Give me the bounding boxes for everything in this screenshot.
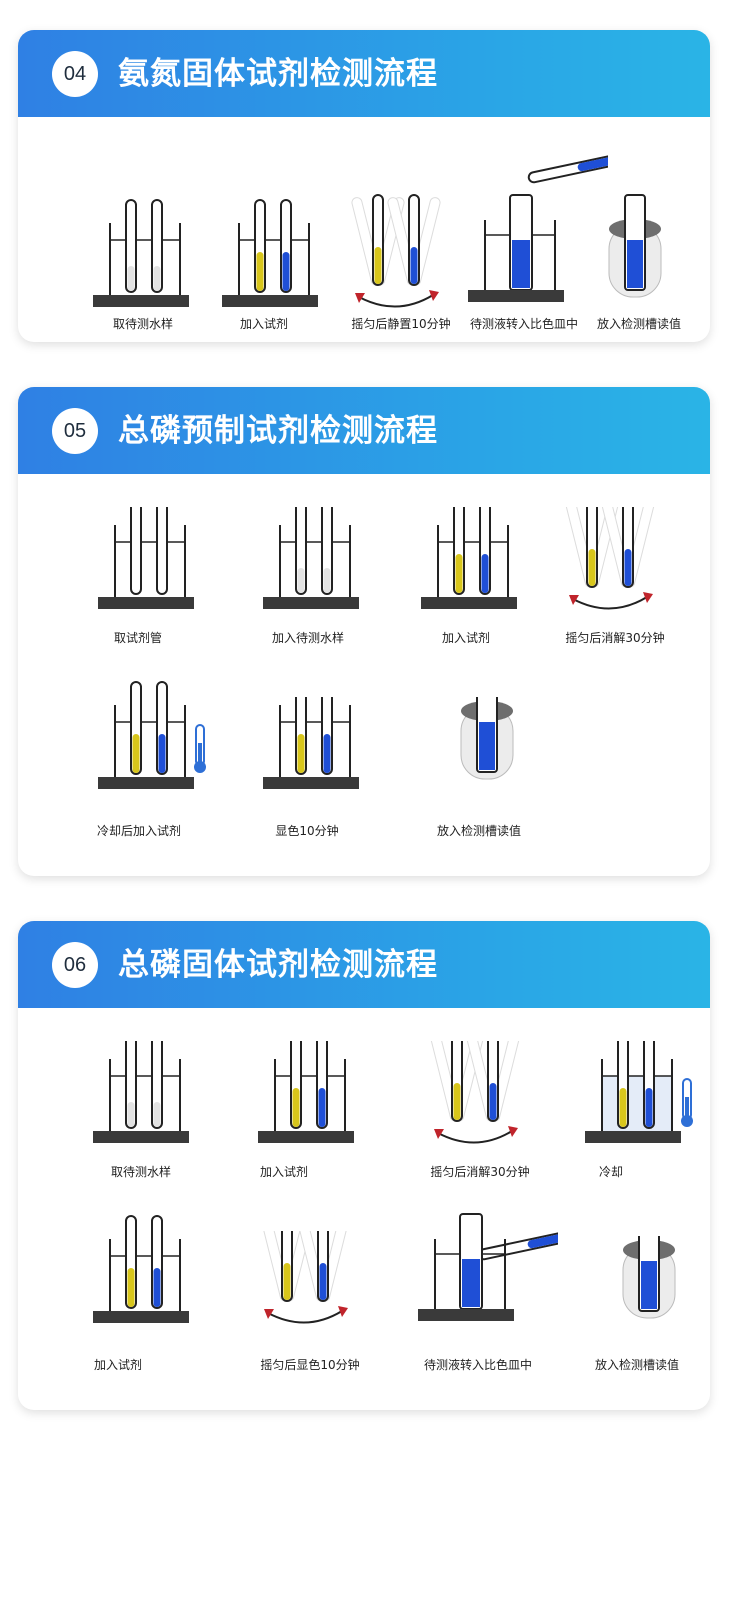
step-label: 取试剂管 (113, 631, 162, 645)
rack-illustration (93, 1041, 189, 1143)
section-title: 总磷预制试剂检测流程 (118, 413, 438, 449)
step-label: 加入试剂 (441, 631, 490, 645)
rack-illustration (98, 681, 206, 789)
step-number-badge: 05 (52, 408, 98, 454)
rack-illustration (585, 1041, 693, 1143)
rack-illustration (93, 199, 189, 307)
step-label: 取待测水样 (112, 317, 173, 331)
step-label: 加入试剂 (259, 1165, 308, 1179)
step-transfer-cuvette (398, 1204, 558, 1354)
step-read-value (573, 1236, 710, 1356)
step-add-reagent (192, 155, 352, 335)
step-label: 摇匀后显色10分钟 (260, 1358, 360, 1372)
rack-illustration (222, 199, 318, 307)
step-label: 显色10分钟 (275, 824, 339, 838)
rack-illustration (258, 1041, 354, 1143)
step-label: 取待测水样 (110, 1165, 171, 1179)
step-cool-add-reagent (68, 677, 228, 817)
step-number-badge: 04 (52, 51, 98, 97)
step-shake-digest (535, 507, 695, 637)
section-header: 05 总磷预制试剂检测流程 (18, 387, 710, 474)
reader-illustration (460, 697, 514, 780)
section-title: 总磷固体试剂检测流程 (118, 947, 438, 983)
rack-illustration (263, 697, 359, 789)
section-05-card: 05 总磷预制试剂检测流程 取试剂管 加入待测水样 加入试剂 摇匀后消解30分钟… (18, 387, 710, 876)
rack-illustration (98, 507, 194, 609)
shake-illustration (260, 1231, 350, 1324)
step-label: 放入检测槽读值 (596, 317, 681, 331)
shake-illustration (565, 507, 655, 610)
section-header: 04 氨氮固体试剂检测流程 (18, 30, 710, 117)
step-label: 冷却后加入试剂 (96, 824, 181, 838)
reader-illustration (622, 1236, 676, 1319)
reader-illustration (608, 194, 662, 298)
step-add-reagent-2 (63, 1211, 223, 1351)
step-number-badge: 06 (52, 942, 98, 988)
step-label: 加入试剂 (239, 317, 288, 331)
step-color-develop (233, 697, 393, 817)
step-shake-wait (321, 155, 481, 335)
step-shake-digest (400, 1041, 560, 1171)
step-label: 待测液转入比色皿中 (423, 1358, 532, 1372)
step-add-sample (233, 507, 393, 637)
rack-illustration (93, 1215, 189, 1323)
step-add-reagent (391, 507, 551, 637)
step-label: 摇匀后消解30分钟 (565, 631, 665, 645)
step-label: 放入检测槽读值 (436, 824, 521, 838)
section-06-card: 06 总磷固体试剂检测流程 取待测水样 加入试剂 摇匀后消解30分钟 冷却 加入… (18, 921, 710, 1410)
step-label: 加入待测水样 (271, 631, 344, 645)
shake-illustration (351, 194, 441, 308)
step-label: 冷却 (598, 1165, 623, 1179)
step-label: 待测液转入比色皿中 (469, 317, 578, 331)
step-label: 放入检测槽读值 (594, 1358, 679, 1372)
step-label: 摇匀后静置10分钟 (351, 317, 451, 331)
rack-illustration (421, 507, 517, 609)
cuvette-illustration (418, 1213, 558, 1321)
step-take-sample (63, 155, 223, 335)
section-header: 06 总磷固体试剂检测流程 (18, 921, 710, 1008)
step-take-tubes (68, 507, 228, 637)
step-transfer-cuvette (448, 135, 608, 335)
step-take-sample (63, 1041, 223, 1171)
step-label: 加入试剂 (93, 1358, 142, 1372)
step-cool (555, 1041, 710, 1171)
cuvette-illustration (468, 154, 608, 302)
shake-illustration (430, 1041, 520, 1144)
section-title: 氨氮固体试剂检测流程 (118, 56, 438, 92)
rack-illustration (263, 507, 359, 609)
step-add-reagent (228, 1041, 388, 1171)
step-label: 摇匀后消解30分钟 (430, 1165, 530, 1179)
step-read-value (559, 155, 710, 335)
step-read-value (411, 697, 571, 817)
section-04-card: 04 氨氮固体试剂检测流程 取待测水样 加入试剂 摇匀后静置10分钟 待测液转入… (18, 30, 710, 342)
step-shake-develop (230, 1231, 390, 1351)
